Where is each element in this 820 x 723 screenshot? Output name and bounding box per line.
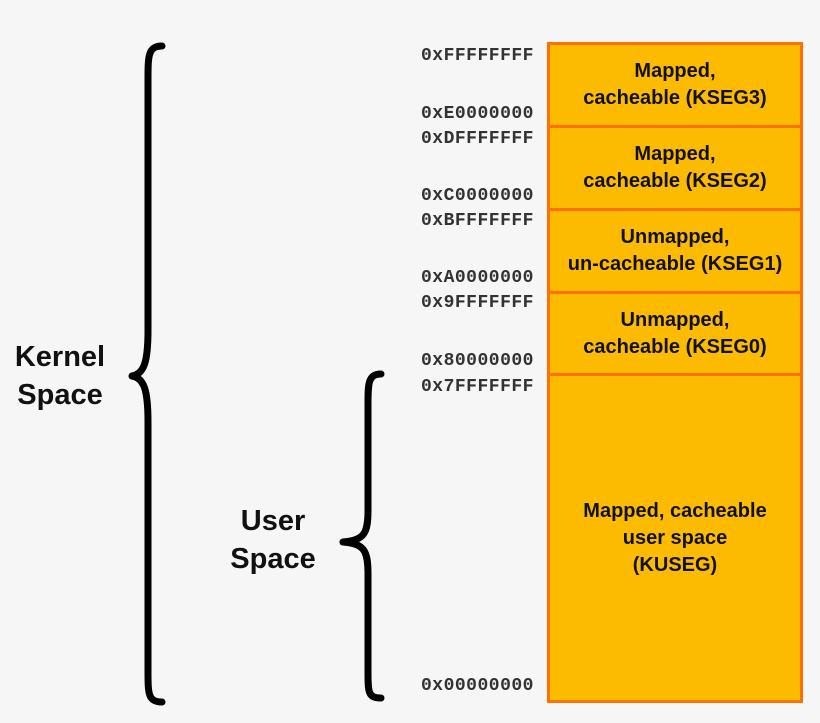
- segment-kseg0: Unmapped, cacheable (KSEG0): [547, 291, 803, 376]
- user-space-brace-icon: [339, 370, 385, 702]
- kernel-space-label-line: Space: [17, 379, 103, 411]
- segment-kuseg: Mapped, cacheable user space (KUSEG): [547, 373, 803, 703]
- user-space-label-line: Space: [230, 543, 316, 575]
- user-space-label: User Space: [220, 502, 326, 578]
- segment-label: (KUSEG): [632, 553, 718, 576]
- address-label: 0xC0000000: [420, 186, 534, 206]
- segment-label: cacheable (KSEG2): [583, 170, 767, 192]
- user-space-label-line: User: [240, 505, 306, 537]
- segment-kseg1: Unmapped, un-cacheable (KSEG1): [547, 208, 803, 294]
- segment-kseg3: Mapped, cacheable (KSEG3): [547, 42, 803, 128]
- address-label: 0x80000000: [420, 351, 534, 371]
- address-label: 0xFFFFFFFF: [420, 46, 534, 66]
- segment-label: Unmapped,: [620, 226, 730, 248]
- segment-label: user space: [622, 526, 728, 549]
- address-label: 0xBFFFFFFF: [420, 211, 534, 231]
- segment-label: un-cacheable (KSEG1): [567, 253, 783, 275]
- segment-label: Mapped, cacheable: [583, 499, 767, 522]
- segment-label: Mapped,: [634, 143, 716, 165]
- segment-label: cacheable (KSEG0): [583, 335, 767, 358]
- address-label: 0x9FFFFFFF: [420, 293, 534, 313]
- kernel-space-brace-icon: [128, 42, 166, 706]
- address-label: 0x7FFFFFFF: [420, 377, 534, 397]
- address-label: 0xE0000000: [420, 104, 534, 124]
- kernel-space-label-line: Kernel: [14, 341, 106, 373]
- segment-label: cacheable (KSEG3): [583, 87, 767, 109]
- segment-label: Unmapped,: [620, 308, 730, 331]
- kernel-space-label: Kernel Space: [6, 338, 114, 414]
- address-label: 0x00000000: [420, 676, 534, 696]
- segment-label: Mapped,: [634, 60, 716, 82]
- address-label: 0xDFFFFFFF: [420, 129, 534, 149]
- address-label: 0xA0000000: [420, 268, 534, 288]
- segment-kseg2: Mapped, cacheable (KSEG2): [547, 125, 803, 211]
